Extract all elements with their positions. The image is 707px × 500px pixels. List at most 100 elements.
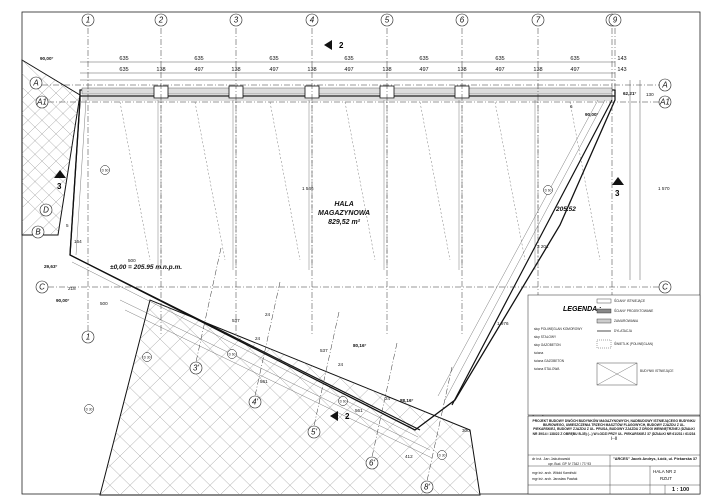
grid-axes: 12345678917AA1BCDAA1C3'4'5'6'8'223390,00… — [29, 13, 672, 494]
section-mark-1: 2 — [345, 412, 350, 421]
dimension-13: 24 — [265, 312, 271, 317]
axis-label-bottom-1: 1 — [86, 333, 90, 342]
legend-item-4: ŚWIETLIK (POLIWĘGLAN) — [614, 341, 653, 346]
axis-label-C: C — [39, 283, 45, 292]
dimension-5: 500 — [128, 258, 136, 263]
scale-label: 1 : 100 — [672, 487, 690, 493]
hall-name-line2: MAGAZYNOWA — [318, 210, 371, 217]
axis-bubble-4 — [305, 13, 319, 27]
axis-label-2: 2 — [158, 16, 164, 25]
axis-label-4: 4 — [310, 16, 315, 25]
top-dim-1-1: 635 — [194, 56, 203, 62]
right-dimension-lines — [629, 80, 641, 280]
top-dim-2-11: 138 — [533, 67, 542, 73]
dimension-18: 561 — [355, 408, 363, 413]
sheet-name: RZUT — [660, 476, 672, 481]
axis-label-right-A1: A1 — [659, 98, 670, 107]
axis-label-A: A — [32, 79, 38, 88]
axis-label-B: B — [35, 228, 41, 237]
dimension-7: 300 — [462, 428, 470, 433]
legend-note-0: słup POLIWĘGLAN KOMOROWY — [534, 327, 583, 331]
author-2: mgr inż. arch. Jarosław Pawlak — [532, 477, 578, 481]
top-dimension-lines — [80, 61, 615, 81]
legend-item-0: ŚCIANY ISTNIEJĄCE — [614, 298, 645, 303]
dimension-14: 537 — [320, 348, 328, 353]
dimension-8: 412 — [405, 454, 413, 459]
door-tag-6: D 30 — [439, 454, 446, 458]
hall-label: HALA MAGAZYNOWA 829,52 m² — [318, 200, 370, 227]
door-tag-5: D 60 — [340, 400, 347, 404]
axis-bubble-2 — [154, 13, 168, 27]
dimension-16: 561 — [260, 379, 268, 384]
dimension-0: 130 — [646, 92, 654, 97]
angle-label-3: 29,63° — [44, 264, 57, 269]
door-tag-1: D 30 — [144, 356, 151, 360]
axis-bubble-9 — [608, 13, 622, 27]
title-block-text: PROJEKT BUDOWY DWÓCH BUDYNKÓW MAGAZYNOWY… — [532, 419, 696, 440]
top-dim-2-8: 497 — [419, 67, 428, 73]
section-mark-0: 2 — [339, 41, 344, 50]
top-dim-1-0: 635 — [119, 56, 128, 62]
top-dim-1-6: 635 — [570, 56, 579, 62]
designer-permit: upr. Bud. GP IV 7342 / 77/ 93 — [548, 462, 592, 466]
rotated-axis-label-1: 4' — [252, 398, 258, 407]
axis-bubble-7 — [531, 13, 545, 27]
axis-label-3: 3 — [234, 16, 239, 25]
left-wall — [69, 99, 87, 256]
rotated-axis-label-3: 6' — [369, 459, 375, 468]
axis-label-right-C: C — [662, 283, 668, 292]
dimension-3: 3 201 — [537, 244, 549, 249]
angle-label-5: 80,16° — [353, 343, 366, 348]
axis-label-D: D — [43, 206, 49, 215]
angle-label-6: 88,16° — [400, 398, 413, 403]
axis-label-6: 6 — [460, 16, 465, 25]
axis-label-5: 5 — [385, 16, 390, 25]
designer-label: dr inż. Jan Jakubowski — [532, 457, 571, 461]
top-dim-2-2: 497 — [194, 67, 203, 73]
dimension-9: 218 — [68, 286, 76, 291]
legend-item-3: DYLATACJA — [614, 329, 633, 333]
top-dim-1-7: 143 — [617, 56, 626, 62]
axis-label-9: 9 — [613, 16, 618, 25]
section-mark-3-1: 3 — [615, 189, 620, 198]
right-level-label: 205.52 — [556, 206, 576, 213]
sheet-number: HALA NR 2 — [653, 469, 677, 474]
dimension-4: 1 976 — [497, 321, 509, 326]
diagonal-wall-bottom — [69, 254, 433, 459]
legend-note-3: ściana — [534, 351, 543, 355]
axis-bubble-5 — [380, 13, 394, 27]
legend-note-4: ściana GAZOBETON — [534, 359, 565, 363]
axis-bubble-1 — [81, 13, 95, 27]
level-label: ±0,00 = 205.95 m.n.p.m. — [110, 264, 183, 271]
top-dim-2-4: 497 — [269, 67, 278, 73]
legend-note-5: ściana STALOWA — [534, 367, 560, 371]
rotated-axis-label-4: 8' — [424, 483, 430, 492]
dimension-11: 537 — [232, 318, 240, 323]
top-dim-2-0: 635 — [119, 67, 128, 73]
section-mark-3-0: 3 — [57, 182, 62, 191]
top-dim-2-13: 143 — [617, 67, 626, 73]
top-dim-2-1: 138 — [156, 67, 165, 73]
hall-name-line1: HALA — [334, 201, 354, 208]
door-tag-2: D 60 — [229, 353, 236, 357]
top-dim-2-10: 497 — [495, 67, 504, 73]
rotated-axis-label-2: 5' — [311, 428, 317, 437]
door-tag-0: D 60 — [102, 169, 109, 173]
diagonal-wall-right — [437, 99, 613, 406]
legend-note-2: słup GAZOBETON — [534, 343, 561, 347]
dimension-12: 24 — [255, 336, 261, 341]
dimension-1: 1 570 — [658, 186, 670, 191]
company-name: "ARCES" Jacek Andrys, Łódź, ul. Piekarsk… — [613, 457, 698, 461]
dimension-2: 1 546 — [302, 186, 314, 191]
top-dim-2-3: 138 — [231, 67, 240, 73]
top-dim-2-6: 497 — [344, 67, 353, 73]
top-dim-2-9: 138 — [457, 67, 466, 73]
dimension-20: 6 — [570, 104, 573, 109]
dimension-6: 500 — [100, 301, 108, 306]
top-dim-1-4: 635 — [419, 56, 428, 62]
rotated-axis-label-0: 3' — [193, 364, 199, 373]
axis-label-A1: A1 — [36, 98, 47, 107]
angle-label-2: 90,00° — [585, 112, 598, 117]
